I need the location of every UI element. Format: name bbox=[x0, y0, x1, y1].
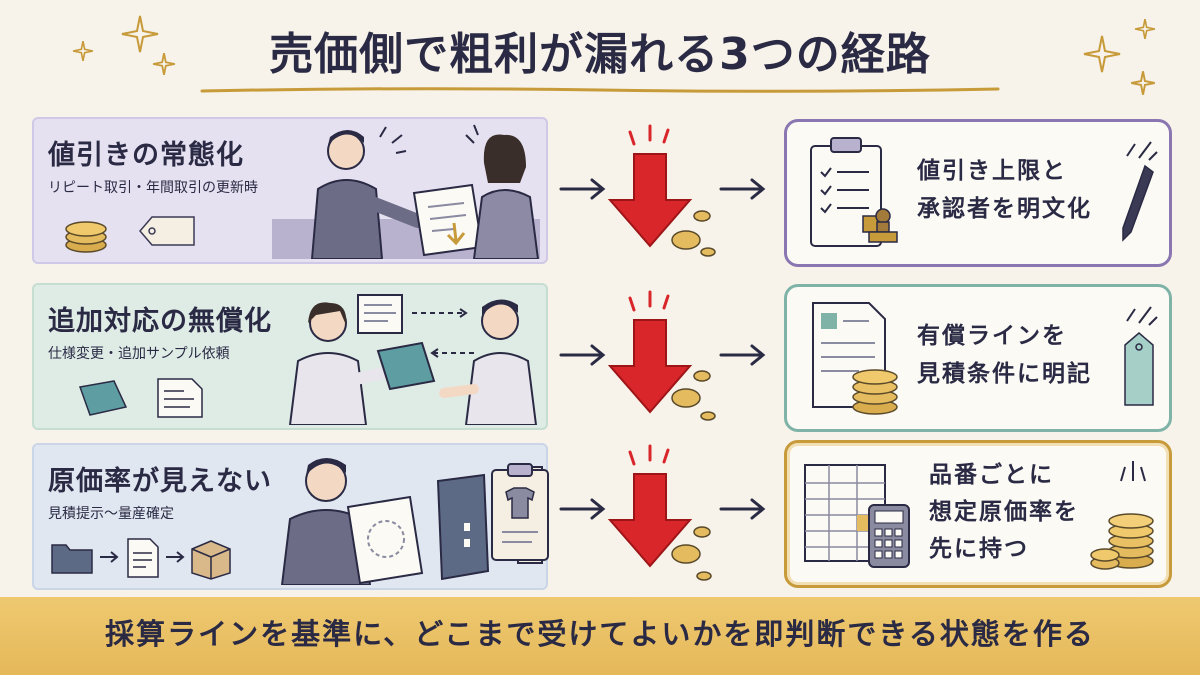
page-title: 売価側で粗利が漏れる3つの経路 bbox=[269, 29, 931, 80]
solution-box-discount: 値引き上限と 承認者を明文化 bbox=[784, 119, 1172, 267]
solution-line: 有償ラインを bbox=[917, 323, 1067, 349]
problem-panel-free-extra: 追加対応の無償化 仕様変更・追加サンプル依頼 bbox=[32, 283, 548, 430]
document-icon bbox=[157, 378, 203, 418]
sparkle-icon bbox=[121, 15, 159, 53]
right-arrow-icon bbox=[166, 551, 185, 563]
negotiation-illustration bbox=[272, 124, 540, 259]
shirt-clipboard-icon bbox=[491, 463, 549, 561]
right-arrow-icon bbox=[559, 178, 606, 200]
problem-heading: 値引きの常態化 bbox=[48, 140, 244, 171]
solution-line: 先に持つ bbox=[929, 536, 1029, 562]
title-underline bbox=[200, 87, 1000, 93]
sparkle-icon bbox=[1083, 35, 1121, 73]
solution-line: 見積条件に明記 bbox=[917, 361, 1092, 387]
right-arrow-icon bbox=[719, 344, 766, 366]
sparkle-icon bbox=[1131, 71, 1155, 95]
solution-text: 値引き上限と 承認者を明文化 bbox=[917, 152, 1092, 228]
right-arrow-icon bbox=[719, 498, 766, 520]
sparkle-lines-icon bbox=[1126, 141, 1158, 161]
footer-message: 採算ラインを基準に、どこまで受けてよいかを即判断できる状態を作る bbox=[105, 617, 1095, 651]
down-arrow-icon bbox=[607, 124, 716, 257]
box-icon bbox=[191, 540, 231, 580]
solution-line: 想定原価率を bbox=[929, 499, 1079, 525]
solution-line: 承認者を明文化 bbox=[917, 196, 1092, 222]
pen-icon bbox=[1122, 164, 1154, 242]
down-arrow-icon bbox=[607, 290, 716, 421]
problem-subtitle: リピート取引・年間取引の更新時 bbox=[48, 180, 258, 196]
right-arrow-icon bbox=[719, 178, 766, 200]
problem-panel-discount: 値引きの常態化 リピート取引・年間取引の更新時 bbox=[32, 117, 548, 264]
footer-banner: 採算ラインを基準に、どこまで受けてよいかを即判断できる状態を作る bbox=[0, 597, 1200, 675]
price-tag-icon bbox=[1124, 332, 1154, 406]
sparkle-icon bbox=[153, 53, 175, 75]
sample-request-illustration bbox=[288, 294, 538, 425]
coins-icon bbox=[1090, 513, 1154, 570]
sparkle-icon bbox=[1134, 18, 1156, 40]
problem-subtitle: 見積提示～量産確定 bbox=[48, 506, 174, 522]
sparkle-lines-icon bbox=[1126, 306, 1158, 326]
solution-line: 値引き上限と bbox=[917, 158, 1067, 184]
price-tag-icon bbox=[139, 216, 195, 246]
solution-line: 品番ごとに bbox=[929, 462, 1054, 488]
fabric-swatch-icon bbox=[78, 380, 128, 416]
problem-heading: 追加対応の無償化 bbox=[48, 306, 272, 337]
right-arrow-icon bbox=[559, 344, 606, 366]
solution-text: 品番ごとに 想定原価率を 先に持つ bbox=[929, 457, 1079, 568]
right-arrow-icon bbox=[559, 498, 606, 520]
right-arrow-icon bbox=[100, 551, 119, 563]
folder-icon bbox=[51, 544, 93, 574]
sparkle-icon bbox=[72, 40, 94, 62]
problem-subtitle: 仕様変更・追加サンプル依頼 bbox=[48, 346, 230, 362]
problem-heading: 原価率が見えない bbox=[48, 466, 272, 497]
document-icon bbox=[127, 538, 159, 578]
coins-icon bbox=[852, 369, 898, 415]
calculator-icon bbox=[868, 504, 910, 568]
coins-icon bbox=[65, 221, 107, 253]
solution-box-cost-rate: 品番ごとに 想定原価率を 先に持つ bbox=[784, 440, 1172, 588]
down-arrow-icon bbox=[607, 444, 712, 581]
solution-text: 有償ラインを 見積条件に明記 bbox=[917, 317, 1092, 393]
sparkle-lines-icon bbox=[1120, 461, 1146, 482]
solution-box-paid-line: 有償ラインを 見積条件に明記 bbox=[784, 284, 1172, 432]
clipboard-icon bbox=[810, 137, 886, 247]
problem-panel-cost-invisible: 原価率が見えない 見積提示～量産確定 bbox=[32, 443, 548, 590]
stamp-icon bbox=[868, 208, 898, 243]
